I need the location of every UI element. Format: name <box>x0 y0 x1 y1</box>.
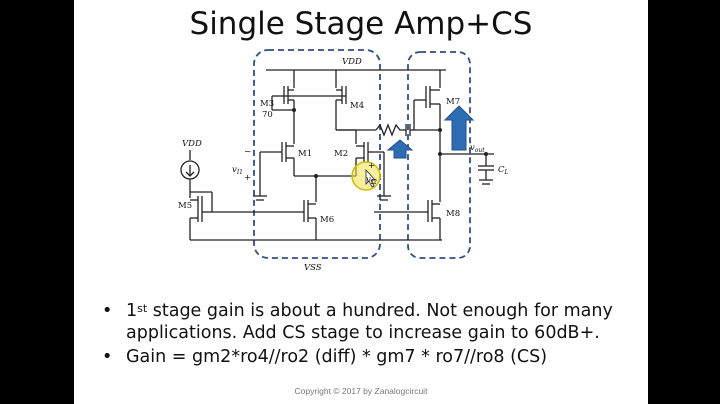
minus-sign: + <box>244 173 251 183</box>
diff-stage-box <box>253 49 381 259</box>
plus-sign: + <box>368 161 375 171</box>
m3-transistor <box>271 70 296 130</box>
m8-label: M8 <box>446 209 460 219</box>
m7-label: M7 <box>446 97 460 107</box>
vdd-left-label: VDD <box>182 139 202 149</box>
m1-label: M1 <box>298 149 312 159</box>
bullet-item: •Gain = gm2*ro4//ro2 (diff) * gm7 * ro7/… <box>102 347 548 367</box>
vi1-label: vI1 <box>232 165 243 176</box>
bullet-list: •1st stage gain is about a hundred. Not … <box>102 300 642 370</box>
m6-transistor <box>212 176 317 240</box>
plus-sign: − <box>244 147 251 157</box>
bullet-dot: • <box>102 347 113 367</box>
m2-transistor <box>355 130 384 176</box>
bullet-dot: • <box>102 301 113 321</box>
mouse-cursor-icon <box>365 168 376 188</box>
slide-title: Single Stage Amp+CS <box>189 6 533 42</box>
circuit-diagram: VDD VDD VSS M3 70 M4 M1 M2 M5 M6 M7 M8 −… <box>178 49 509 273</box>
up-arrow-icon <box>386 139 414 159</box>
bullet-item: •1st stage gain is about a hundred. Not … <box>102 301 613 343</box>
m3-value: 70 <box>262 110 273 120</box>
copyright-text: Copyright © 2017 by Zanalogcircuit <box>294 386 428 396</box>
m2-label: M2 <box>334 149 348 159</box>
m8-transistor <box>374 196 441 240</box>
cs-stage-box <box>407 51 471 259</box>
slide: Single Stage Amp+CS <box>74 0 648 404</box>
load-capacitor <box>478 154 494 185</box>
m6-label: M6 <box>320 215 334 225</box>
vi2-label: vI2 <box>366 175 377 186</box>
compensation-network <box>336 123 442 137</box>
cl-label: CL <box>498 165 509 176</box>
vdd-label: VDD <box>342 57 362 67</box>
m1-transistor <box>260 130 295 176</box>
m3-label: M3 <box>260 99 274 109</box>
vout-label: vout <box>470 143 485 154</box>
m5-transistor <box>189 186 213 240</box>
m5-label: M5 <box>178 201 192 211</box>
up-arrow-icon <box>443 105 475 151</box>
m7-transistor <box>413 70 441 196</box>
ground-icon <box>253 152 267 201</box>
ground-icon <box>377 152 391 201</box>
current-source-icon <box>180 150 200 186</box>
m4-label: M4 <box>350 101 364 111</box>
vss-label: VSS <box>304 263 322 273</box>
m4-transistor <box>284 70 347 130</box>
